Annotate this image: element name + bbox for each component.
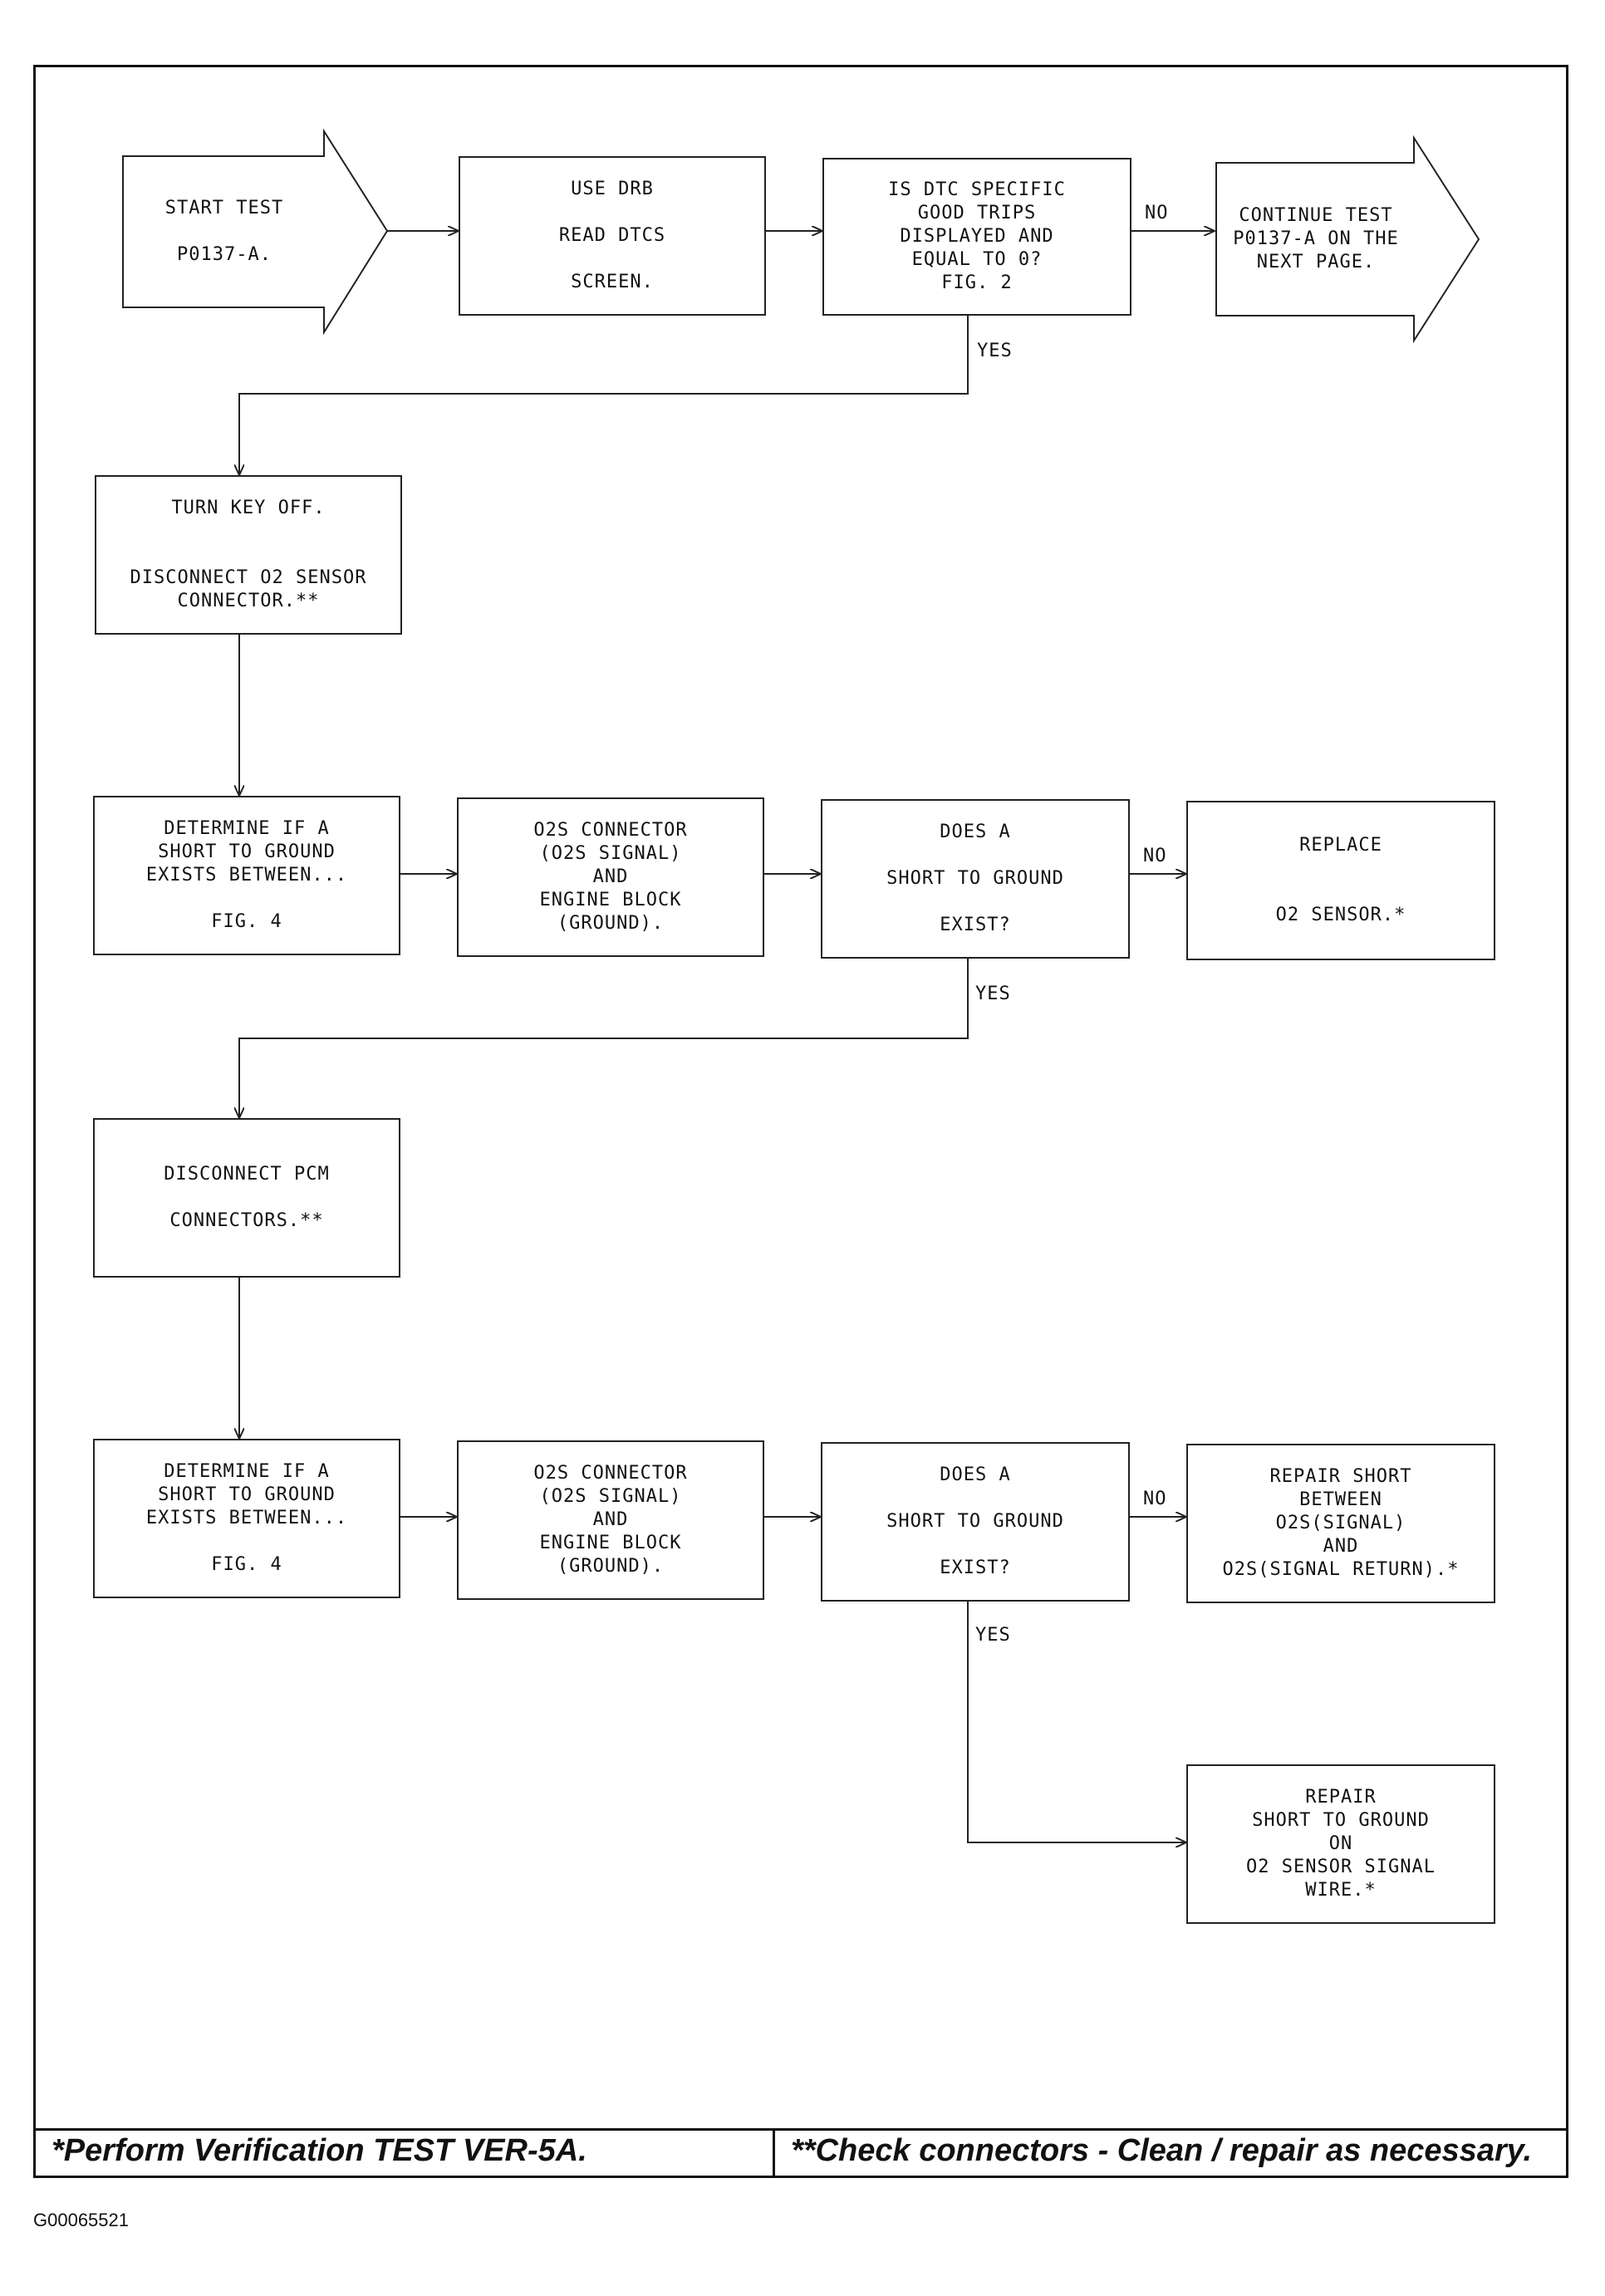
o2s-connector-box-2: O2S CONNECTOR (O2S SIGNAL) AND ENGINE BL…: [457, 1440, 764, 1600]
use-drb-text: USE DRB READ DTCS SCREEN.: [558, 179, 666, 292]
repair-short-ground-box: REPAIR SHORT TO GROUND ON O2 SENSOR SIGN…: [1186, 1764, 1495, 1924]
continue-arrow-shape: [1215, 135, 1480, 344]
no-label-2: NO: [1143, 846, 1167, 866]
footer-row: [33, 2128, 1568, 2178]
diagram-frame: [33, 65, 1568, 2178]
does-short-text-1: DOES A SHORT TO GROUND EXIST?: [886, 822, 1064, 935]
use-drb-box: USE DRB READ DTCS SCREEN.: [459, 156, 766, 316]
turn-key-off-text: TURN KEY OFF. DISCONNECT O2 SENSOR CONNE…: [130, 498, 367, 611]
is-dtc-box: IS DTC SPECIFIC GOOD TRIPS DISPLAYED AND…: [822, 158, 1131, 316]
figure-code: G00065521: [33, 2210, 129, 2230]
does-short-box-1: DOES A SHORT TO GROUND EXIST?: [821, 799, 1130, 959]
repair-short-between-text: REPAIR SHORT BETWEEN O2S(SIGNAL) AND O2S…: [1222, 1466, 1460, 1580]
determine-box-1: DETERMINE IF A SHORT TO GROUND EXISTS BE…: [93, 796, 400, 955]
no-label-3: NO: [1143, 1489, 1167, 1509]
continue-test-node: CONTINUE TEST P0137-A ON THE NEXT PAGE.: [1218, 164, 1414, 314]
repair-short-ground-text: REPAIR SHORT TO GROUND ON O2 SENSOR SIGN…: [1246, 1787, 1436, 1901]
yes-label-2: YES: [975, 984, 1011, 1004]
disconnect-pcm-box: DISCONNECT PCM CONNECTORS.**: [93, 1118, 400, 1278]
yes-label-1: YES: [977, 341, 1013, 361]
does-short-text-2: DOES A SHORT TO GROUND EXIST?: [886, 1464, 1064, 1578]
turn-key-off-box: TURN KEY OFF. DISCONNECT O2 SENSOR CONNE…: [95, 475, 402, 635]
start-arrow-shape: [122, 128, 389, 336]
footer-connectors-note: **Check connectors - Clean / repair as n…: [791, 2133, 1533, 2168]
o2s-connector-text-2: O2S CONNECTOR (O2S SIGNAL) AND ENGINE BL…: [533, 1463, 688, 1577]
start-test-node: START TEST P0137-A.: [125, 158, 324, 306]
replace-o2-box: REPLACE O2 SENSOR.*: [1186, 801, 1495, 960]
continue-test-text: CONTINUE TEST P0137-A ON THE NEXT PAGE.: [1233, 205, 1399, 272]
yes-label-3: YES: [975, 1625, 1011, 1646]
replace-o2-text: REPLACE O2 SENSOR.*: [1275, 835, 1406, 925]
determine-box-2: DETERMINE IF A SHORT TO GROUND EXISTS BE…: [93, 1439, 400, 1598]
repair-short-between-box: REPAIR SHORT BETWEEN O2S(SIGNAL) AND O2S…: [1186, 1444, 1495, 1603]
footer-verification-note: *Perform Verification TEST VER-5A.: [52, 2133, 587, 2168]
is-dtc-text: IS DTC SPECIFIC GOOD TRIPS DISPLAYED AND…: [888, 179, 1066, 293]
disconnect-pcm-text: DISCONNECT PCM CONNECTORS.**: [164, 1164, 330, 1231]
footer-divider: [773, 2128, 775, 2178]
o2s-connector-text-1: O2S CONNECTOR (O2S SIGNAL) AND ENGINE BL…: [533, 820, 688, 934]
start-test-text: START TEST P0137-A.: [164, 198, 284, 265]
determine-text-1: DETERMINE IF A SHORT TO GROUND EXISTS BE…: [145, 818, 348, 932]
o2s-connector-box-1: O2S CONNECTOR (O2S SIGNAL) AND ENGINE BL…: [457, 797, 764, 957]
no-label-1: NO: [1145, 203, 1169, 223]
does-short-box-2: DOES A SHORT TO GROUND EXIST?: [821, 1442, 1130, 1602]
determine-text-2: DETERMINE IF A SHORT TO GROUND EXISTS BE…: [145, 1461, 348, 1575]
